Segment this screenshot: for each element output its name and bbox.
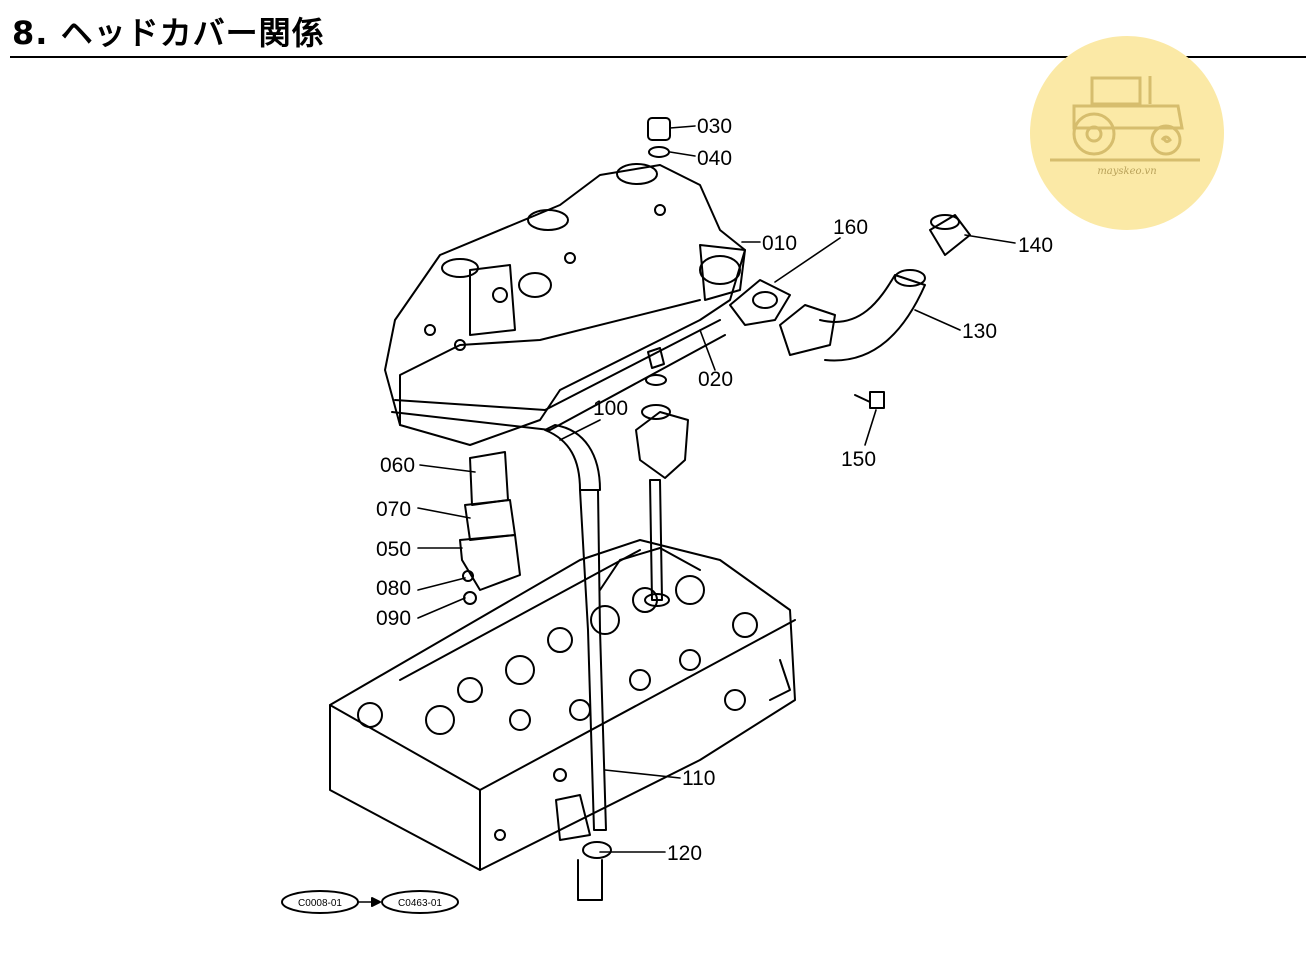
callout-020: 020 <box>698 368 733 391</box>
callout-040: 040 <box>697 147 732 170</box>
washer <box>648 146 670 158</box>
stud-assembly <box>635 347 689 607</box>
callout-010: 010 <box>762 232 797 255</box>
cap <box>647 117 671 141</box>
oil-filler-pipe <box>729 214 971 409</box>
breather-bracket <box>459 451 521 605</box>
cylinder-head <box>329 539 796 871</box>
callout-100: 100 <box>593 397 628 420</box>
callout-030: 030 <box>697 115 732 138</box>
callout-120: 120 <box>667 842 702 865</box>
callout-110: 110 <box>682 767 715 790</box>
ref-from-label: C0008-01 <box>298 898 342 909</box>
callout-080: 080 <box>376 577 411 600</box>
watermark-logo: mayskeo.vn <box>1030 36 1224 230</box>
breather-pipe <box>544 424 612 901</box>
callout-050: 050 <box>376 538 411 561</box>
callout-060: 060 <box>380 454 415 477</box>
callout-160: 160 <box>833 216 868 239</box>
callout-140: 140 <box>1018 234 1053 257</box>
page-title: 8. ヘッドカバー関係 <box>12 14 325 52</box>
callout-130: 130 <box>962 320 997 343</box>
title-rule <box>10 56 1306 58</box>
callout-090: 090 <box>376 607 411 630</box>
head-cover <box>384 163 746 446</box>
ref-bubble-to <box>381 890 459 914</box>
tractor-icon <box>1050 76 1200 162</box>
watermark-text: mayskeo.vn <box>1097 166 1157 177</box>
ref-to-label: C0463-01 <box>398 898 442 909</box>
callout-070: 070 <box>376 498 411 521</box>
callout-150: 150 <box>841 448 876 471</box>
